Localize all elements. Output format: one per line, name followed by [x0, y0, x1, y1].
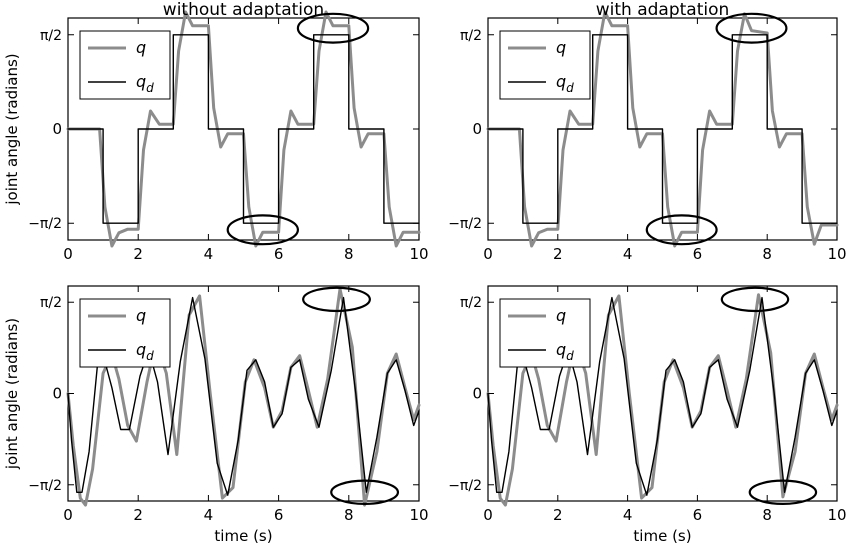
legend: q qd	[79, 30, 171, 100]
x-tick-label: 0	[483, 506, 493, 524]
legend-label-q: q	[136, 38, 146, 57]
legend-box	[79, 298, 171, 368]
series-line-q	[66, 10, 421, 248]
x-tick-label: 2	[133, 506, 143, 524]
x-tick-label: 10	[827, 245, 846, 263]
y-axis-label: joint angle (radians)	[3, 53, 21, 205]
y-tick-label: −π/2	[448, 478, 482, 494]
y-tick-label: π/2	[40, 295, 62, 311]
highlight-ellipse-2	[330, 479, 400, 506]
y-tick-label: 0	[472, 385, 482, 403]
y-tick-label: 0	[472, 120, 482, 138]
x-tick-label: 4	[623, 506, 633, 524]
x-tick-label: 8	[762, 506, 772, 524]
legend-label-q: q	[556, 306, 566, 325]
x-tick-label: 2	[133, 245, 143, 263]
highlight-ellipse-1	[302, 286, 371, 313]
x-tick-label: 2	[553, 506, 563, 524]
highlight-ellipse-1	[715, 12, 788, 44]
y-tick-label: −π/2	[448, 216, 482, 232]
x-axis-label: time (s)	[633, 527, 691, 545]
x-tick-label: 8	[344, 245, 354, 263]
highlight-ellipse-1	[720, 286, 790, 313]
y-axis-label: joint angle (radians)	[3, 318, 21, 470]
series-line-qd	[487, 296, 838, 496]
x-tick-label: 10	[409, 245, 428, 263]
highlight-ellipse-2	[226, 214, 300, 246]
legend-box	[499, 30, 591, 100]
panel-title: with adaptation	[596, 0, 730, 20]
x-tick-label: 8	[762, 245, 772, 263]
highlight-ellipse-2	[645, 214, 718, 246]
legend-label-q: q	[136, 306, 146, 325]
legend-box	[79, 30, 171, 100]
y-tick-label: 0	[52, 385, 62, 403]
series-line-qd	[487, 34, 838, 224]
legend: q qd	[499, 298, 591, 368]
series-line-q	[486, 10, 839, 248]
y-tick-label: π/2	[460, 28, 482, 44]
x-tick-label: 10	[409, 506, 428, 524]
legend-box	[499, 298, 591, 368]
x-tick-label: 6	[693, 245, 703, 263]
legend: q qd	[79, 298, 171, 368]
x-tick-label: 0	[63, 506, 73, 524]
x-axis-label: time (s)	[214, 527, 272, 545]
x-tick-label: 6	[274, 506, 284, 524]
x-tick-label: 0	[63, 245, 73, 263]
x-tick-label: 4	[204, 245, 214, 263]
y-tick-label: π/2	[460, 295, 482, 311]
legend-label-qd: qd	[556, 72, 574, 95]
legend: q qd	[499, 30, 591, 100]
y-tick-label: −π/2	[28, 478, 62, 494]
legend-label-q: q	[556, 38, 566, 57]
y-tick-label: π/2	[40, 28, 62, 44]
x-tick-label: 10	[827, 506, 846, 524]
x-tick-label: 4	[204, 506, 214, 524]
panel-title: without adaptation	[163, 0, 324, 20]
series-line-qd	[67, 34, 420, 224]
y-tick-label: −π/2	[28, 216, 62, 232]
x-tick-label: 0	[483, 245, 493, 263]
x-tick-label: 4	[623, 245, 633, 263]
legend-label-qd: qd	[136, 340, 154, 363]
x-tick-label: 6	[693, 506, 703, 524]
x-tick-label: 6	[274, 245, 284, 263]
x-tick-label: 8	[344, 506, 354, 524]
legend-label-qd: qd	[556, 340, 574, 363]
x-tick-label: 2	[553, 245, 563, 263]
highlight-ellipse-1	[296, 12, 370, 44]
highlight-ellipse-2	[748, 479, 818, 506]
y-tick-label: 0	[52, 120, 62, 138]
legend-label-qd: qd	[136, 72, 154, 95]
series-line-qd	[67, 296, 420, 496]
